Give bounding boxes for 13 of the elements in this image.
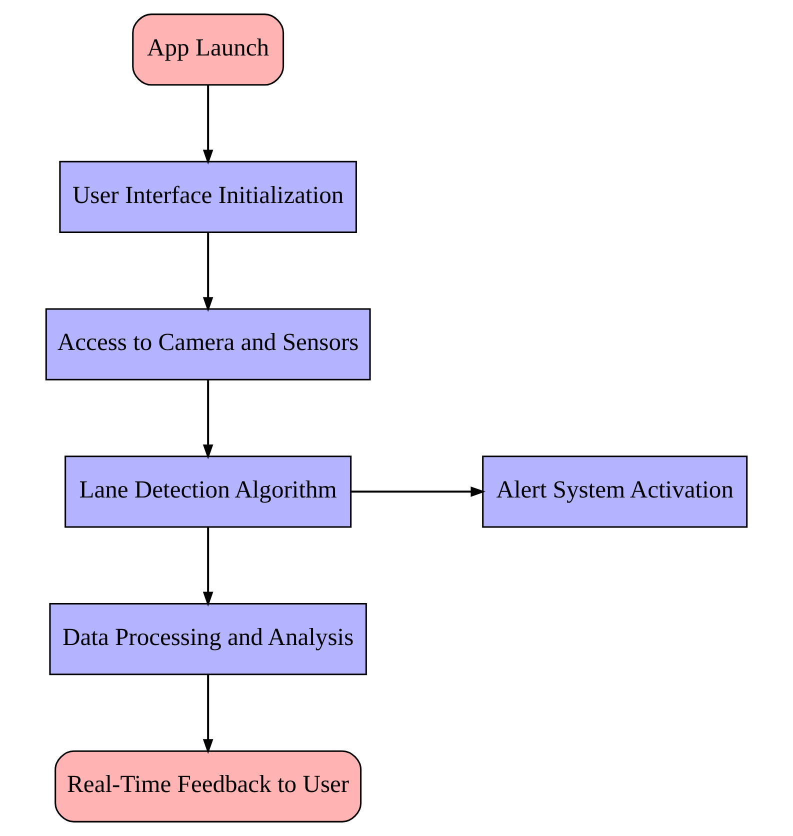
arrow bbox=[202, 674, 214, 754]
arrow bbox=[202, 380, 214, 460]
arrow bbox=[202, 232, 214, 312]
node-box: Alert System Activation bbox=[482, 456, 748, 528]
node-box: App Launch bbox=[132, 14, 284, 86]
node-box: Access to Camera and Sensors bbox=[45, 308, 371, 380]
node-box: Real-Time Feedback to User bbox=[54, 750, 362, 822]
node-box: Data Processing and Analysis bbox=[49, 602, 367, 676]
arrow bbox=[202, 527, 214, 607]
node-box: Lane Detection Algorithm bbox=[64, 456, 352, 528]
arrow bbox=[351, 486, 486, 497]
node-box: User Interface Initialization bbox=[59, 160, 357, 234]
arrow bbox=[202, 85, 214, 164]
